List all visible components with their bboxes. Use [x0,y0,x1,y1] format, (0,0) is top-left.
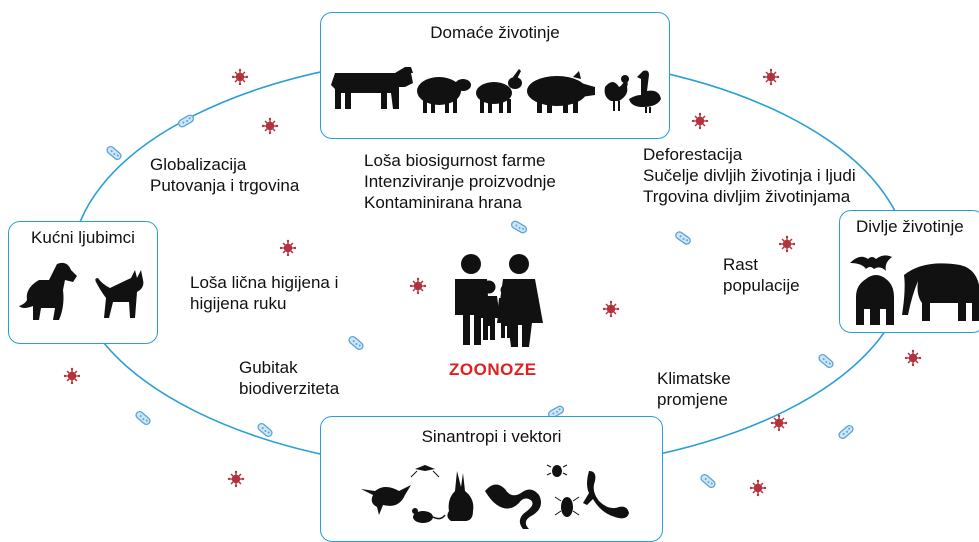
node-title: Kućni ljubimci [31,228,135,247]
domestic-animals-icons [331,67,661,113]
mosquito-icon [410,465,440,478]
goose-icon [629,70,661,113]
goat-icon [476,69,522,113]
cat-icon [95,270,144,318]
center-label: ZOONOZE [449,360,537,379]
factor-biodiversity: Gubitak biodiverziteta [239,357,339,399]
family-icon [455,254,543,347]
factor-line: Putovanja i trgovina [150,176,300,195]
chicken-icon [604,75,629,111]
snake-icon [485,484,541,529]
factor-line: biodiverziteta [239,379,340,398]
node-domestic-animals: Domaće životinje [320,12,670,139]
pets-icons [19,262,144,320]
tick-icon [546,464,568,477]
dog-icon [19,262,77,320]
factor-line: populacije [723,276,800,295]
factor-line: Rast [723,255,758,274]
factor-line: Klimatske [657,369,731,388]
elephant-icon [902,263,979,321]
factor-farm: Loša biosigurnost farme Intenziviranje p… [364,150,556,213]
factor-deforestation: Deforestacija Sučelje divljih životinja … [643,144,856,207]
synanthropes-icons [361,464,629,529]
rabbit-icon [447,471,474,521]
factor-line: Gubitak [239,358,298,377]
factor-globalization: Globalizacija Putovanja i trgovina [150,154,299,196]
factor-climate: Klimatske promjene [657,368,731,410]
factor-line: Intenziviranje proizvodnje [364,172,556,191]
bat-icon [850,255,892,271]
bird-icon [361,485,411,515]
factor-line: promjene [657,390,728,409]
lizard-icon [583,471,629,519]
factor-line: Globalizacija [150,155,247,174]
factor-line: Sučelje divljih životinja i ljudi [643,166,856,185]
factor-line: Kontaminirana hrana [364,193,522,212]
wildlife-icons [850,255,979,325]
sheep-icon [417,77,471,113]
factor-line: higijena ruku [190,294,287,313]
factor-line: Trgovina divljim životinjama [643,187,851,206]
factor-line: Deforestacija [643,145,743,164]
factor-hygiene: Loša lična higijena i higijena ruku [190,272,338,314]
gorilla-icon [856,275,894,325]
node-title: Domaće životinje [430,23,560,42]
factor-line: Loša biosigurnost farme [364,151,546,170]
mouse-icon [412,508,446,523]
node-pets: Kućni ljubimci [8,221,158,344]
node-wildlife: Divlje životinje [839,210,979,333]
factor-population: Rast populacije [723,254,800,296]
cockroach-icon [554,496,580,517]
pig-icon [527,71,595,113]
node-title: Divlje životinje [856,217,964,236]
node-title: Sinantropi i vektori [421,427,562,446]
cow-icon [331,67,413,109]
factor-line: Loša lična higijena i [190,273,339,292]
node-synanthropes-vectors: Sinantropi i vektori [320,416,663,542]
